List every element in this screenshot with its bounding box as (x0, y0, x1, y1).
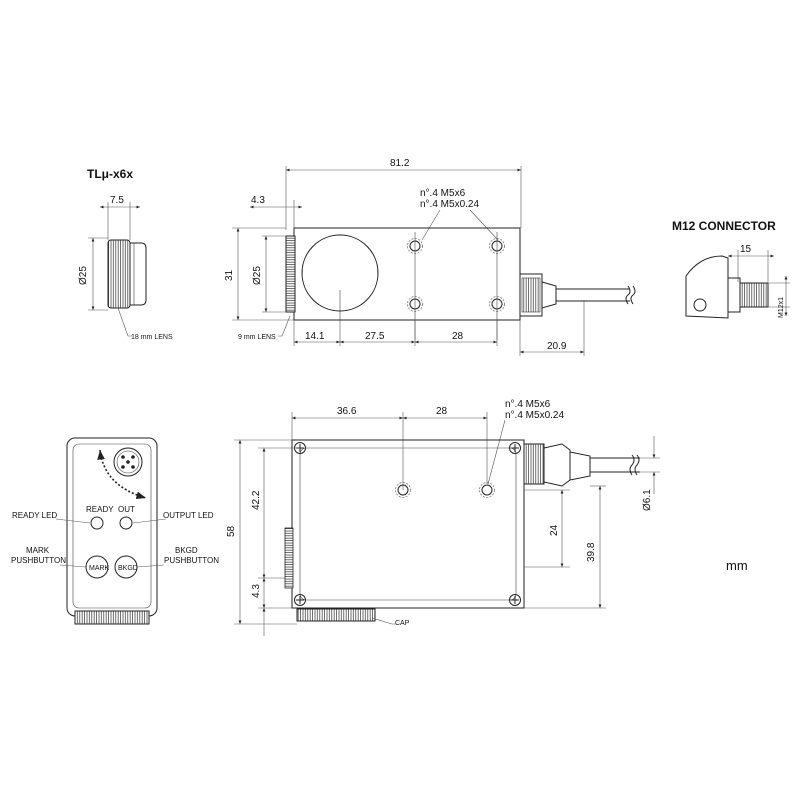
top-body (293, 227, 521, 321)
connector-length-dim: 15 (740, 244, 752, 255)
connector-title: M12 CONNECTOR (672, 219, 776, 233)
side-view-title: TLμ-x6x (87, 167, 133, 181)
front-body (66, 437, 158, 617)
rotation-arrow-icon (97, 449, 147, 500)
top-connector (519, 273, 636, 317)
top-height-dim: 31 (224, 269, 235, 281)
cable-diameter-dim: Ø6.1 (642, 489, 653, 511)
top-diameter-dim: Ø25 (252, 266, 263, 285)
top-offset-dim: 4.3 (251, 195, 265, 206)
bottom-view: 36.6 28 n°.4 M5x6 n°.4 M5x0.24 CAP (226, 399, 660, 636)
bottom-height-dim: 58 (226, 525, 237, 537)
bottom-inner-dim: 42.2 (251, 490, 262, 510)
out-led-text: OUT (118, 505, 135, 514)
bottom-hole-left (397, 484, 409, 496)
bottom-body (291, 439, 525, 609)
bottom-thread-line1: n°.4 M5x6 (505, 399, 551, 410)
mark-callout-2: PUSHBUTTON (11, 556, 66, 565)
top-dim-a: 14.1 (305, 331, 325, 342)
top-mounting-holes (407, 232, 505, 340)
bkgd-callout-1: BKGD (175, 546, 198, 555)
side-lens-label: 18 mm LENS (131, 334, 173, 341)
m12-connector-view: M12 CONNECTOR 15 M12x1 (672, 219, 790, 319)
bottom-hole-right (481, 484, 493, 496)
connector-hole (693, 298, 707, 312)
ready-led (90, 516, 104, 530)
ready-led-callout: READY LED (12, 511, 57, 520)
connector-body (685, 255, 729, 319)
side-width-dim: 7.5 (110, 195, 124, 206)
bottom-dim-398: 39.8 (586, 542, 597, 562)
side-diameter-dim: Ø25 (78, 266, 89, 285)
top-connector-dim: 20.9 (547, 341, 567, 352)
top-knurled-ring (285, 235, 296, 313)
bottom-thread-line2: n°.4 M5x0.24 (505, 410, 564, 421)
front-knurled-cap (74, 610, 150, 625)
bottom-dim-b: 28 (436, 406, 448, 417)
bottom-side-knurl (284, 527, 294, 589)
top-lens-label: 9 mm LENS (238, 334, 276, 341)
top-dim-b: 27.5 (365, 331, 385, 342)
output-led (119, 516, 133, 530)
cap-label: CAP (395, 620, 410, 627)
bottom-dim-a: 36.6 (337, 406, 357, 417)
top-thread-line2: n°.4 M5x0.24 (420, 199, 479, 210)
mark-button-text: MARK (89, 565, 110, 572)
output-led-callout: OUTPUT LED (163, 511, 214, 520)
connector-thread (739, 282, 769, 308)
bottom-edge-dim: 4.3 (251, 584, 262, 598)
bottom-connector (523, 443, 640, 487)
side-body (130, 242, 147, 306)
side-knurled-ring (107, 239, 131, 309)
side-view: TLμ-x6x 7.5 Ø25 18 mm LENS (78, 167, 173, 341)
bkgd-button-text: BKGD (118, 565, 138, 572)
top-view: 81.2 4.3 n°.4 M5x6 n°.4 M5x0.24 (224, 158, 636, 356)
connector-thread-dim: M12x1 (778, 297, 785, 318)
top-dim-c: 28 (452, 331, 464, 342)
top-length-dim: 81.2 (390, 158, 410, 169)
front-view: READY OUT MARK BKGD READY LED OUTPUT LED… (11, 437, 219, 625)
bkgd-callout-2: PUSHBUTTON (164, 556, 219, 565)
bottom-cap (296, 608, 376, 622)
ready-led-text: READY (86, 505, 114, 514)
units-label: mm (726, 558, 748, 573)
bottom-corner-screws (294, 442, 521, 606)
top-thread-line1: n°.4 M5x6 (420, 188, 466, 199)
bottom-dim-24: 24 (549, 524, 560, 536)
mark-callout-1: MARK (26, 546, 50, 555)
